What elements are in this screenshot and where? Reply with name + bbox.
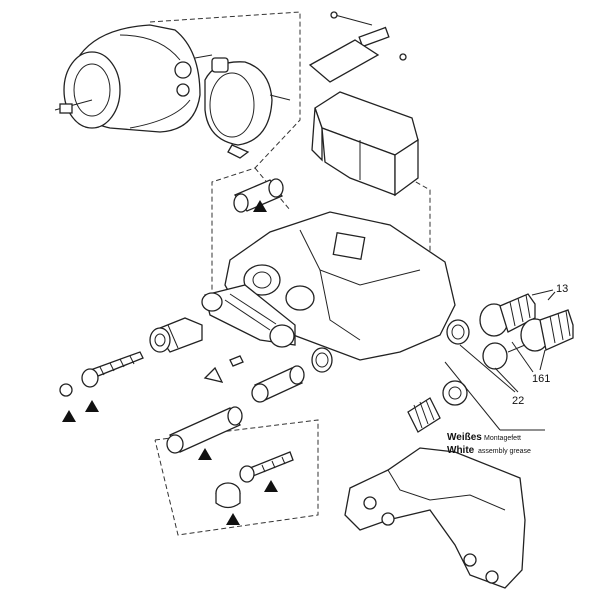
cap xyxy=(215,482,241,509)
callout-22: 22 xyxy=(512,395,524,407)
leader-lines xyxy=(444,289,556,431)
bush-left xyxy=(149,317,203,353)
triangle-marker-icon xyxy=(85,400,99,412)
grease-legend: Weißes Montagefett White assembly grease xyxy=(447,432,531,456)
carrier-bracket xyxy=(344,447,526,589)
small-screw xyxy=(203,355,244,383)
grease-markers xyxy=(62,200,278,525)
seal-ring xyxy=(311,347,333,373)
triangle-marker-icon xyxy=(253,200,267,212)
bellows-lower xyxy=(407,380,468,433)
triangle-marker-icon xyxy=(62,410,76,422)
wear-sensor-clip xyxy=(308,11,407,83)
guide-sleeve xyxy=(251,365,305,403)
tappet-tube xyxy=(166,406,243,454)
brake-pads xyxy=(311,91,419,197)
guide-bolt-long xyxy=(59,351,144,397)
callout-161: 161 xyxy=(532,373,550,385)
guide-bolt-short xyxy=(239,451,294,483)
caliper-body xyxy=(201,211,456,361)
grease-label-en-sub: assembly grease xyxy=(478,448,531,455)
grease-label-en: White xyxy=(447,445,475,456)
triangle-marker-icon xyxy=(264,480,278,492)
grease-label-de-sub: Montagefett xyxy=(484,435,521,442)
spring-chamber xyxy=(204,57,291,159)
tappet-boots xyxy=(446,293,574,370)
callout-13: 13 xyxy=(556,283,568,295)
pin-sleeve-top xyxy=(233,178,284,213)
triangle-marker-icon xyxy=(226,513,240,525)
triangle-marker-icon xyxy=(198,448,212,460)
grease-label-de: Weißes xyxy=(447,432,482,443)
brake-chamber xyxy=(54,24,213,133)
